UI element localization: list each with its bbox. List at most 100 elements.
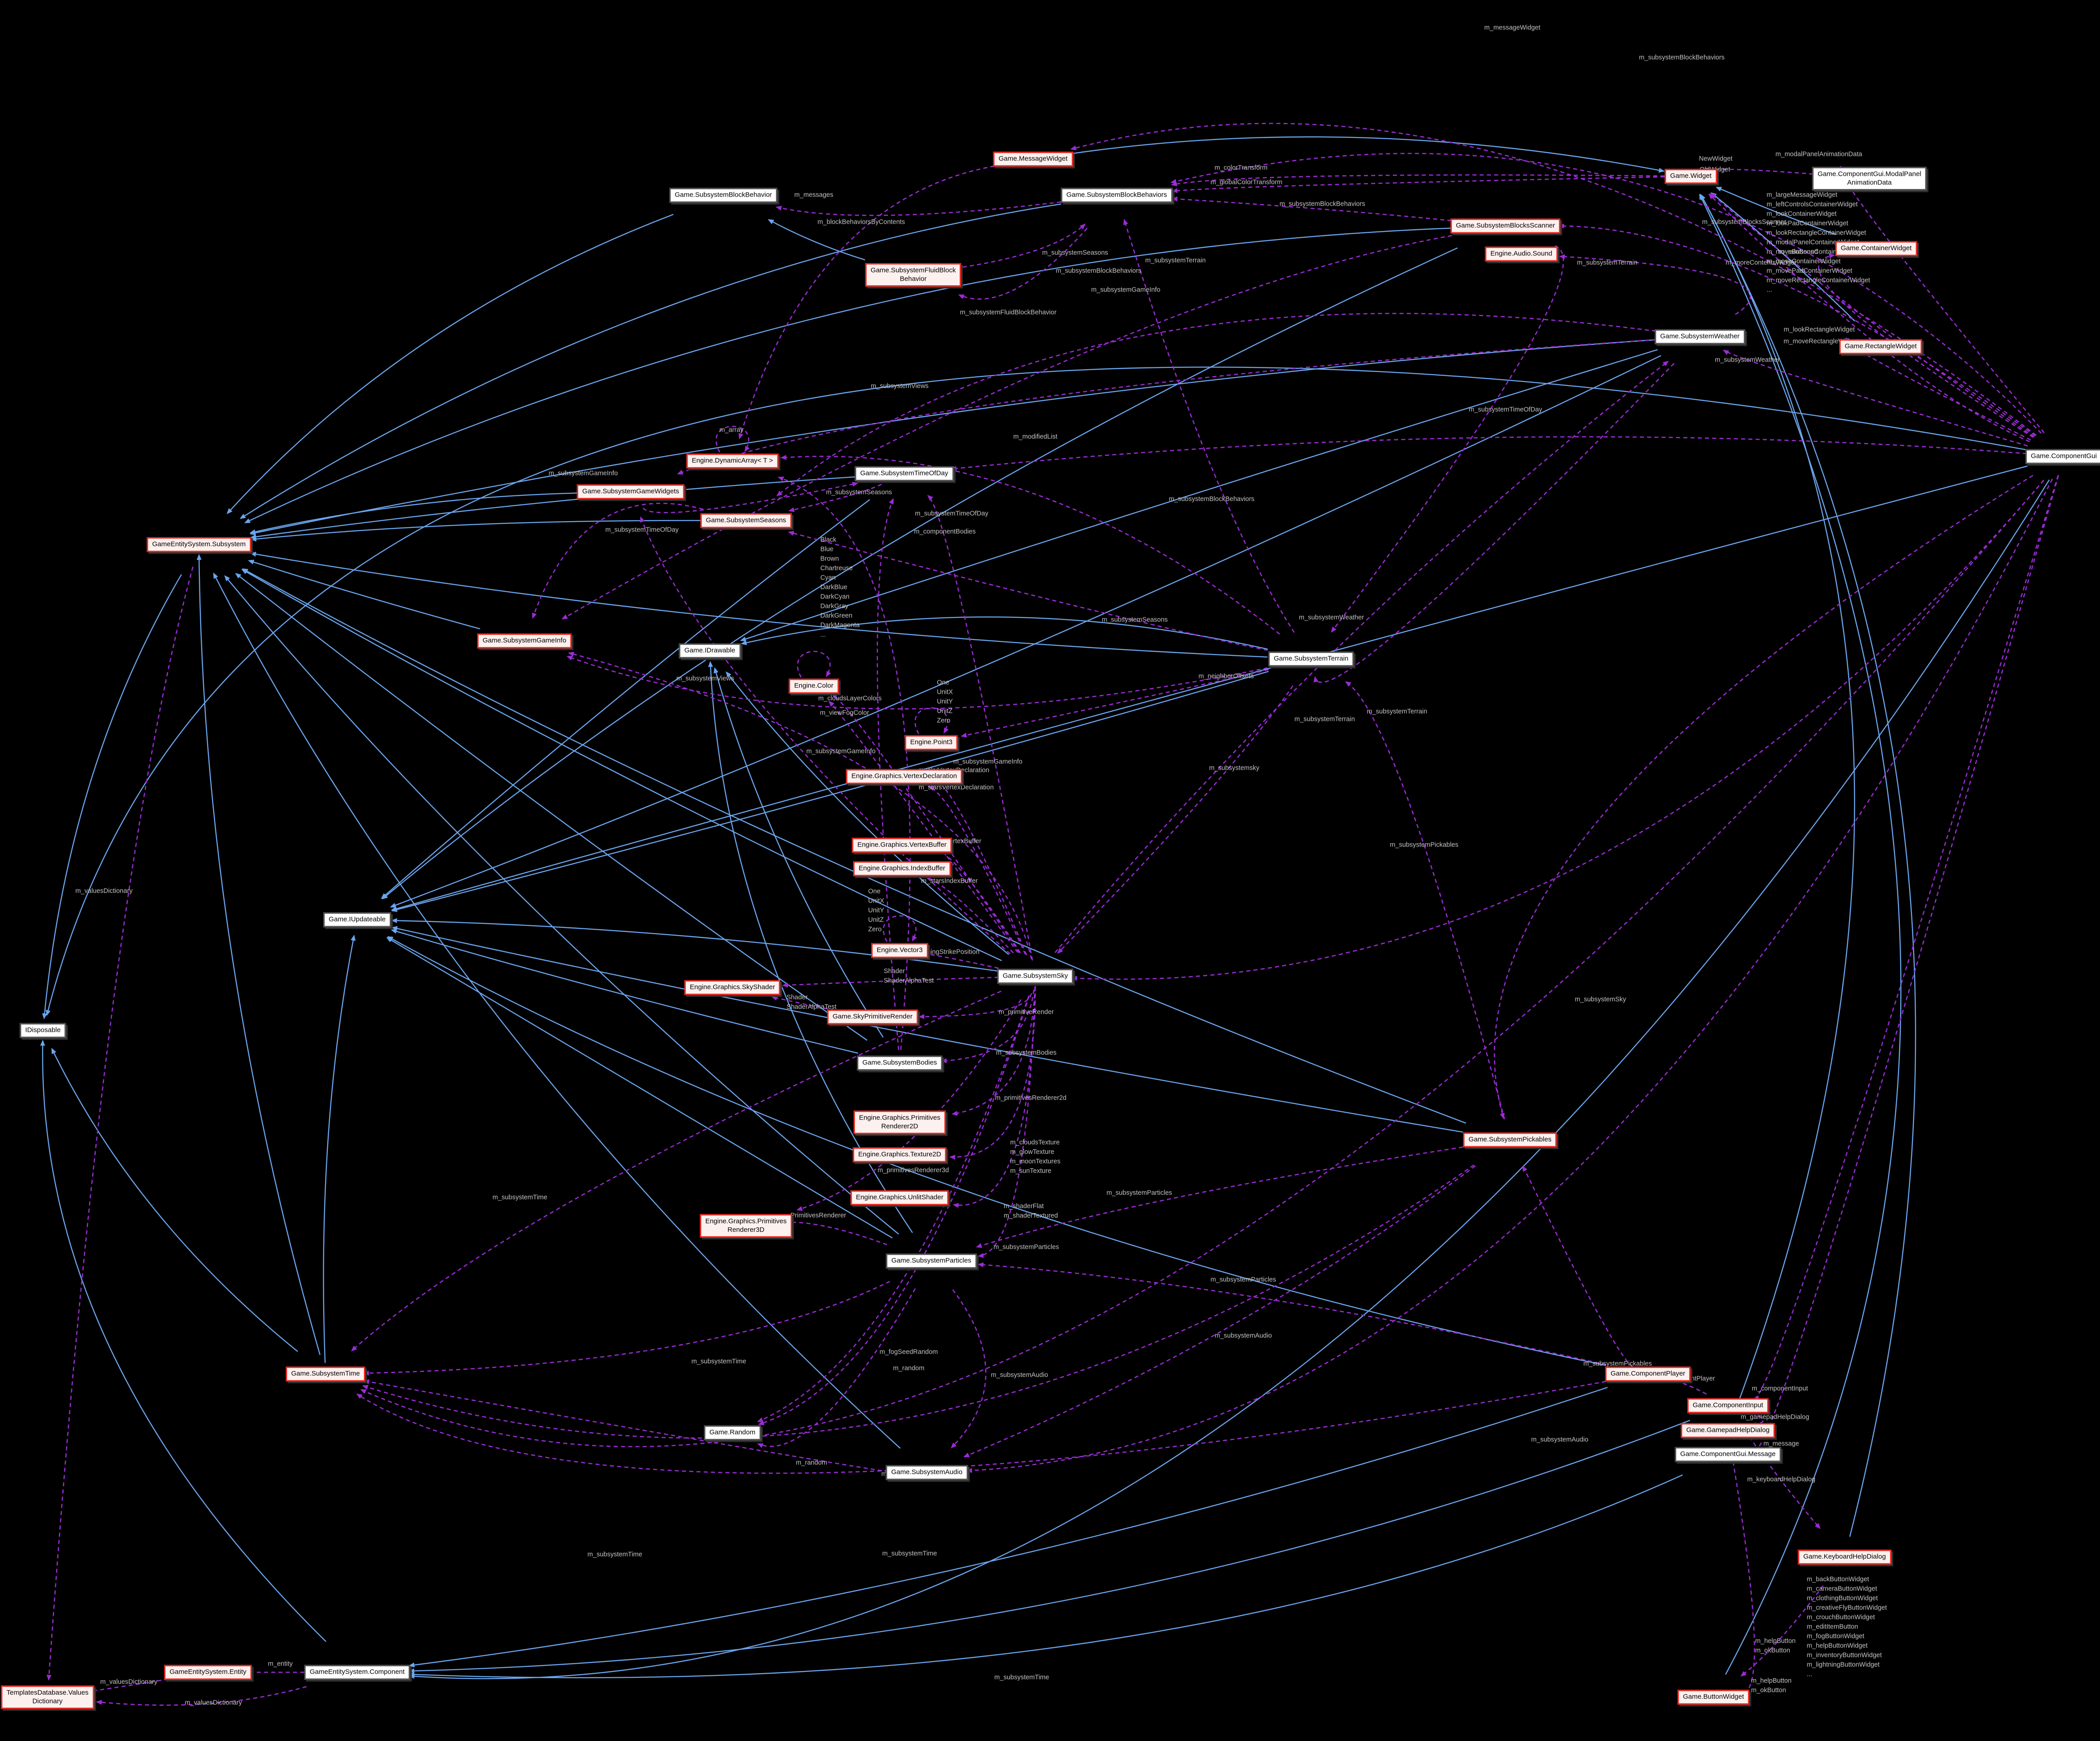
edge-inherit-componentgui-to-iupdateable [391,466,2028,911]
class-node-point3[interactable]: Engine.Point3 [905,735,958,750]
class-node-entity[interactable]: GameEntitySystem.Entity [164,1665,252,1680]
edge-label: m_modalPanelAnimationData [1775,151,1862,158]
edge-label: m_primitivesRenderer3d [878,1167,949,1174]
class-node-subsystemgamewidgets[interactable]: Game.SubsystemGameWidgets [576,484,685,499]
class-node-vertexdeclaration[interactable]: Engine.Graphics.VertexDeclaration [846,769,963,784]
class-node-vector3[interactable]: Engine.Vector3 [871,943,928,958]
class-node-random[interactable]: Game.Random [704,1425,761,1440]
class-node-subsystemaudio[interactable]: Game.SubsystemAudio [886,1465,968,1480]
edge-inherit-subsystem-to-idisposable [42,574,182,1020]
edge-label: One UnitX UnitY UnitZ Zero [868,888,884,933]
class-node-texture2d[interactable]: Engine.Graphics.Texture2D [853,1147,947,1162]
edge-inherit-blockbehavior-to-subsystem [227,214,674,514]
edge-inherit-componentgui-to-idisposable [46,367,2027,1016]
edge-use-componentgui-to-rectanglewidget [1845,337,2031,441]
edge-label: m_valuesDictionary [100,1678,158,1686]
edge-label: m_subsystemParticles [993,1243,1059,1251]
edge-label: m_primitiveRender [999,1008,1054,1016]
class-node-blocksscanner[interactable]: Game.SubsystemBlocksScanner [1450,218,1561,234]
class-node-componentgui[interactable]: Game.ComponentGui [2025,449,2100,464]
class-node-dynamicarray[interactable]: Engine.DynamicArray< T > [686,453,779,469]
class-node-gamepadhelpdialog[interactable]: Game.GamepadHelpDialog [1680,1423,1775,1438]
class-node-idisposable[interactable]: IDisposable [19,1023,66,1038]
class-node-modalpanelanimationdata[interactable]: Game.ComponentGui.ModalPanel AnimationDa… [1812,167,1927,190]
edge-label: m_subsystemWeather [1299,614,1364,621]
class-node-messagewidget[interactable]: Game.MessageWidget [993,151,1073,167]
class-node-subsystemparticles[interactable]: Game.SubsystemParticles [886,1253,977,1269]
class-node-fluidblockbehavior[interactable]: Game.SubsystemFluidBlock Behavior [865,263,962,287]
class-node-subsystemgameinfo[interactable]: Game.SubsystemGameInfo [477,633,572,649]
class-node-blockbehavior[interactable]: Game.SubsystemBlockBehavior [669,188,778,203]
class-node-blockbehaviors[interactable]: Game.SubsystemBlockBehaviors [1061,188,1173,203]
edge-label: m_starsVertexDeclaration [918,784,994,791]
edge-label: m_subsystemBlockBehaviors [1056,267,1142,275]
edge-label: Shader ShaderAlphaTest [786,994,837,1011]
edge-label: m_subsystemParticles [1106,1189,1172,1197]
class-node-componentguimessage[interactable]: Game.ComponentGui.Message [1675,1447,1781,1462]
edge-use-blocksscanner-to-subsystemterrain [1331,245,1564,633]
edge-inherit-keyboardhelpdialog-to-widget [1700,194,1916,1537]
class-node-iupdateable[interactable]: Game.IUpdateable [323,912,391,927]
edge-use-subsystem-to-valuesdictionary [46,566,193,1681]
class-node-componentplayer[interactable]: Game.ComponentPlayer [1605,1366,1691,1382]
edge-label: m_subsystemSeasons [1042,249,1108,257]
edge-label: m_subsystemBodies [996,1049,1057,1057]
edge-label: m_starsIndexBuffer [921,877,978,885]
edge-use-componentinput-to-keyboardhelpdialog [1745,1430,1821,1529]
class-node-primitivesrenderer3d[interactable]: Engine.Graphics.Primitives Renderer3D [699,1214,793,1238]
class-node-indexbuffer[interactable]: Engine.Graphics.IndexBuffer [853,861,951,876]
edge-inherit-subsystembodies-to-iupdateable [391,929,859,1054]
class-node-rectanglewidget[interactable]: Game.RectangleWidget [1839,339,1922,354]
edge-use-componentplayer-to-subsystempickables [1522,1165,1633,1368]
edge-inherit-fluidblockbehavior-to-blockbehavior [768,219,865,261]
edge-label: m_backButtonWidget m_cameraButtonWidget … [1807,1576,1887,1678]
class-node-subsystemsky[interactable]: Game.SubsystemSky [997,969,1074,984]
class-node-buttonwidget[interactable]: Game.ButtonWidget [1677,1689,1750,1705]
edge-use-subsystemsky-to-color [831,693,1020,953]
class-node-valuesdictionary[interactable]: TemplatesDatabase.Values Dictionary [1,1685,94,1709]
class-node-primitivesrenderer2d[interactable]: Engine.Graphics.Primitives Renderer2D [853,1110,946,1134]
class-node-subsystempickables[interactable]: Game.SubsystemPickables [1463,1132,1557,1148]
class-node-vertexbuffer[interactable]: Engine.Graphics.VertexBuffer [852,838,952,853]
class-node-component[interactable]: GameEntitySystem.Component [304,1665,411,1680]
class-node-subsystemtimeofday[interactable]: Game.SubsystemTimeOfDay [854,466,954,481]
edge-inherit-messagewidget-to-widget [1071,136,1665,173]
class-node-subsystemtime[interactable]: Game.SubsystemTime [286,1366,365,1382]
edge-inherit-containerwidget-to-widget [1715,187,1836,235]
edge-label: PrimitivesRenderer [790,1212,846,1219]
edge-use-subsystemseasons-to-subsystemgameinfo [532,503,703,619]
edge-label: m_subsystemGameInfo [953,758,1023,766]
edge-label: m_subsystemViews [676,675,734,682]
edge-use-subsystemsky-to-vertexdeclaration [928,786,1026,955]
class-node-audiosound[interactable]: Engine.Audio.Sound [1485,246,1558,262]
edge-use-componentgui-to-subsystemsky [1071,480,2044,981]
class-node-subsystem[interactable]: GameEntitySystem.Subsystem [146,537,251,552]
edge-label: m_subsystemAudio [1214,1332,1272,1340]
class-node-subsystemterrain[interactable]: Game.SubsystemTerrain [1268,651,1354,667]
class-node-subsystemweather[interactable]: Game.SubsystemWeather [1655,329,1745,344]
edge-label: m_rainSound [1779,248,1818,256]
class-node-idrawable[interactable]: Game.IDrawable [679,643,741,659]
class-node-skyprimitiverender[interactable]: Game.SkyPrimitiveRender [827,1009,918,1025]
class-node-keyboardhelpdialog[interactable]: Game.KeyboardHelpDialog [1798,1549,1892,1565]
edge-use-componentgui-to-blockbehaviors [1170,153,2042,434]
edge-label: m_subsystemParticles [1210,1276,1276,1284]
class-node-color[interactable]: Engine.Color [788,678,839,694]
edge-use-componentgui-to-modalpanelanimationdata [1838,165,2045,433]
class-node-subsystembodies[interactable]: Game.SubsystemBodies [857,1055,943,1071]
edge-use-subsystemsky-to-subsystemweather [1054,361,1669,953]
class-node-componentinput[interactable]: Game.ComponentInput [1687,1398,1769,1413]
edge-label: Shader ShaderAlphaTest [883,968,934,984]
edge-inherit-componentgui-to-component [408,480,2050,1680]
class-node-widget[interactable]: Game.Widget [1665,169,1717,184]
class-node-unlitshader[interactable]: Engine.Graphics.UnlitShader [850,1190,949,1205]
edge-inherit-gamepadhelpdialog-to-widget [1700,194,1855,1408]
edge-use-componentgui-to-subsystempickables [1494,475,2034,1120]
edge-inherit-subsystemsky-to-subsystem [241,569,1002,961]
class-node-subsystemseasons[interactable]: Game.SubsystemSeasons [700,513,792,528]
edge-use-widget-to-blockbehaviors [1171,176,1665,193]
class-node-skyshader[interactable]: Engine.Graphics.SkyShader [684,980,781,995]
class-node-containerwidget[interactable]: Game.ContainerWidget [1835,241,1917,256]
edge-use-componentgui-to-containerwidget [1818,253,2034,438]
